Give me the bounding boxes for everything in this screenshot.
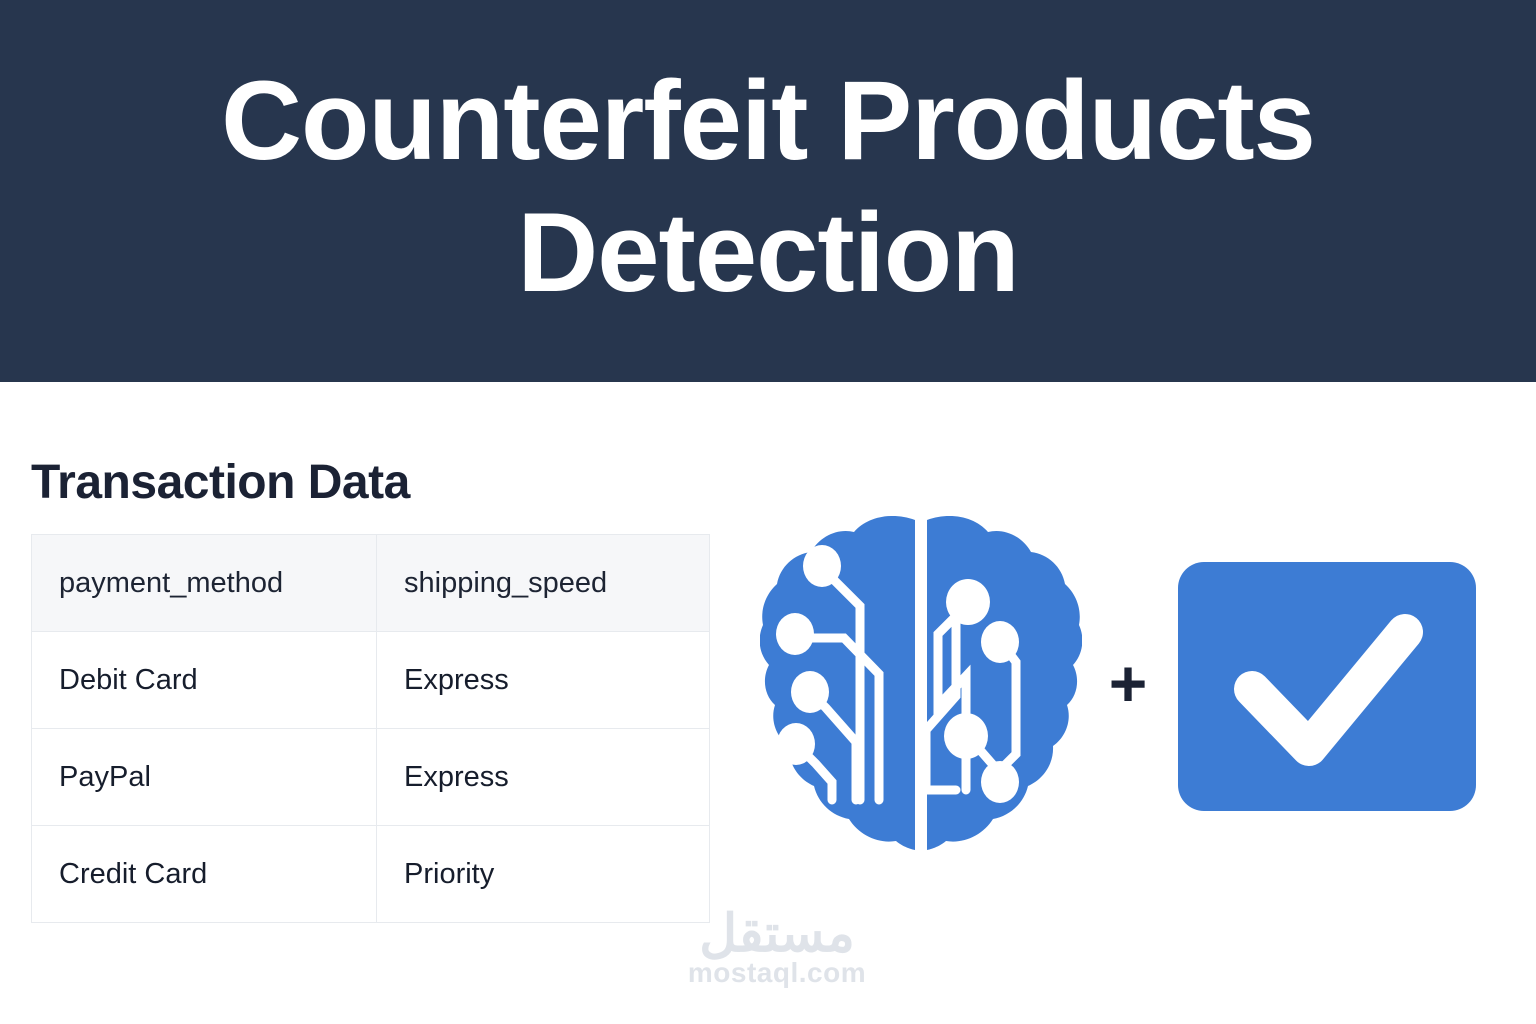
watermark-url: mostaql.com <box>687 957 867 988</box>
illustration-group: + <box>759 502 1490 882</box>
cell-shipping-speed: Express <box>376 728 710 826</box>
watermark-arabic-logo: مستقل <box>699 905 856 963</box>
content-area: Transaction Data payment_method shipping… <box>0 382 1536 1024</box>
header-banner: Counterfeit Products Detection <box>0 0 1536 382</box>
table-row: Credit Card Priority <box>31 825 710 923</box>
cell-shipping-speed: Express <box>376 631 710 729</box>
table-row: Debit Card Express <box>31 631 710 729</box>
table-row: PayPal Express <box>31 728 710 826</box>
transaction-data-panel: Transaction Data payment_method shipping… <box>31 459 711 923</box>
table-header: payment_method shipping_speed <box>31 534 710 632</box>
column-header-payment-method: payment_method <box>31 534 377 632</box>
table-header-row: payment_method shipping_speed <box>31 534 710 632</box>
page-title: Counterfeit Products Detection <box>118 55 1418 319</box>
section-heading: Transaction Data <box>31 456 410 509</box>
cell-payment-method: Credit Card <box>31 825 377 923</box>
table-body: Debit Card Express PayPal Express Credit… <box>31 631 710 923</box>
checkmark-box-icon <box>1178 562 1476 811</box>
ai-brain-circuit-icon <box>759 510 1083 850</box>
transaction-data-table: payment_method shipping_speed Debit Card… <box>31 534 710 923</box>
column-header-shipping-speed: shipping_speed <box>376 534 710 632</box>
plus-icon: + <box>1108 646 1148 720</box>
cell-payment-method: Debit Card <box>31 631 377 729</box>
cell-shipping-speed: Priority <box>376 825 710 923</box>
watermark: مستقل mostaql.com <box>672 908 882 988</box>
cell-payment-method: PayPal <box>31 728 377 826</box>
page-title-line-2: Detection <box>517 190 1019 315</box>
page-title-line-1: Counterfeit Products <box>221 57 1316 183</box>
